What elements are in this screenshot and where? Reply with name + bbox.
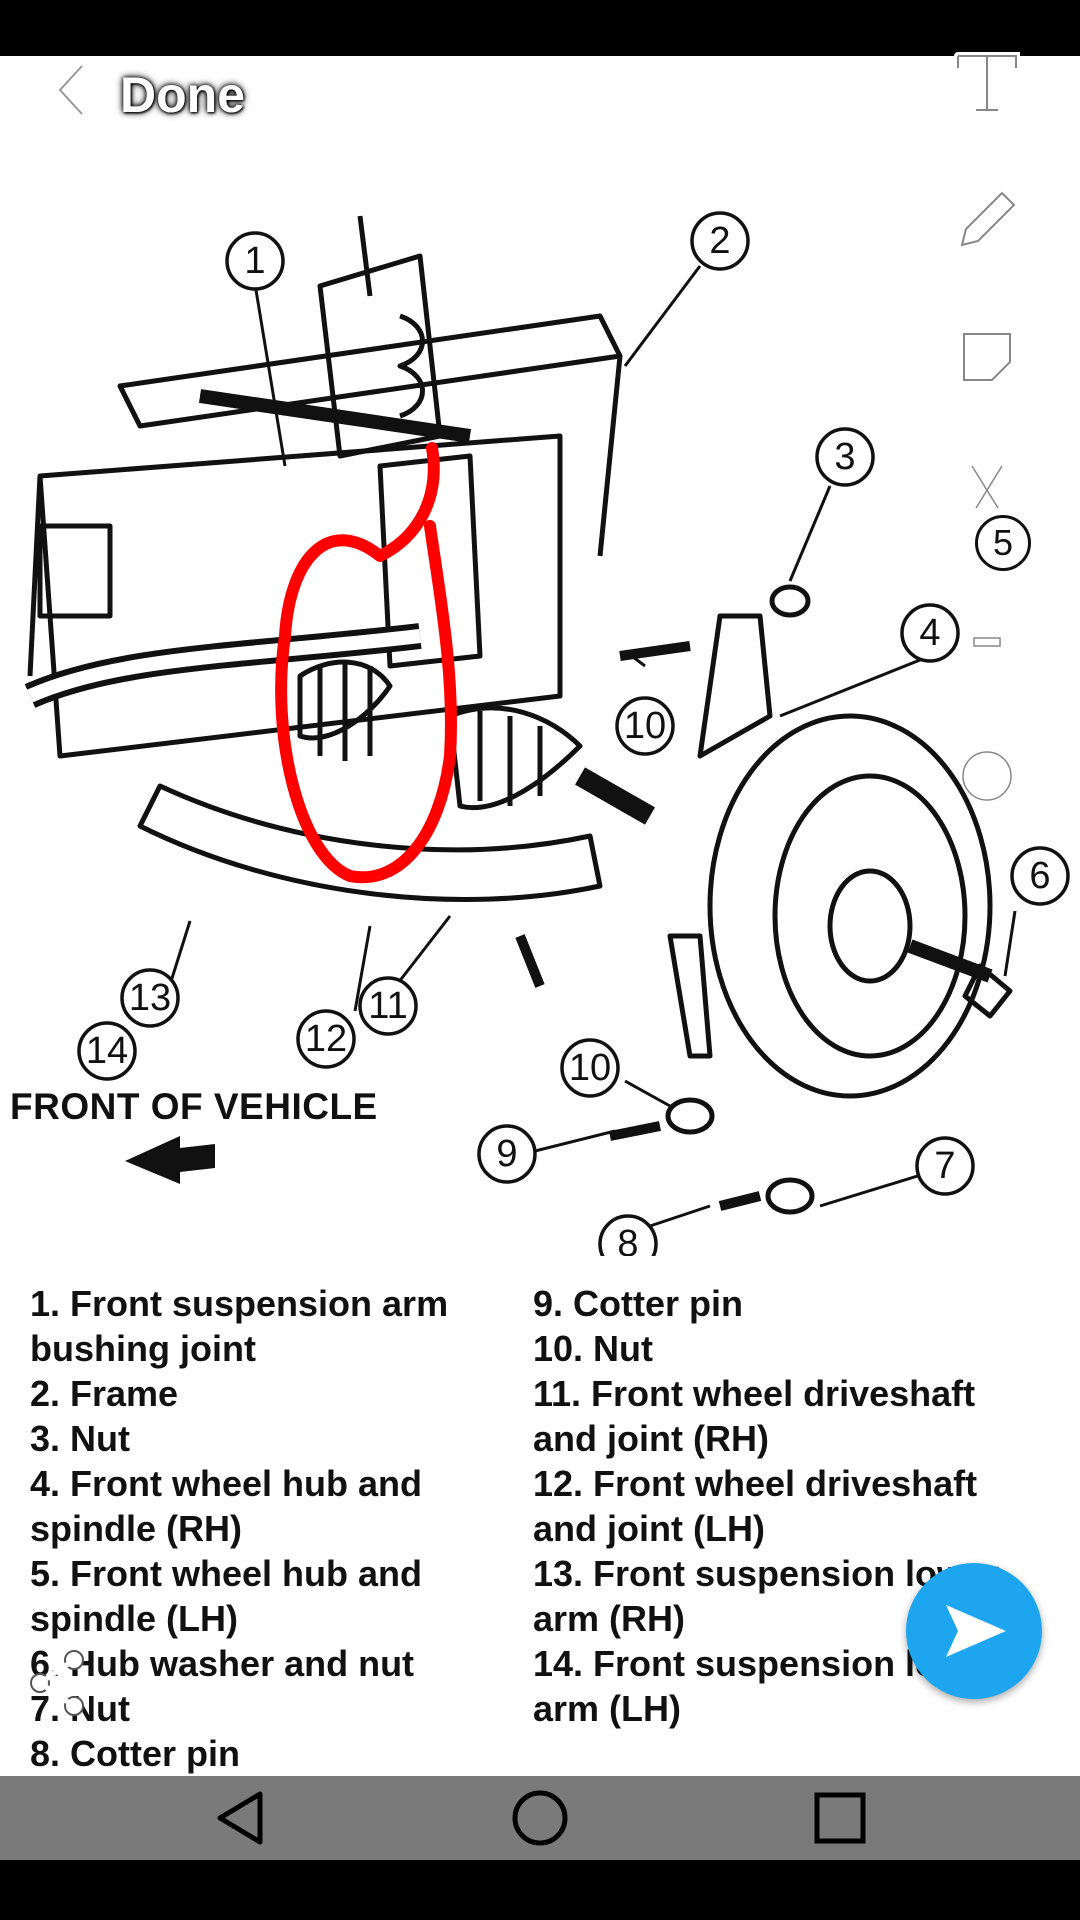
callout-2: 2 — [709, 220, 730, 262]
pencil-tool-button[interactable] — [950, 183, 1024, 257]
legend-item: 8. Cotter pin — [30, 1733, 241, 1774]
callout-5: 5 — [975, 515, 1031, 571]
front-of-vehicle-label: FRONT OF VEHICLE — [10, 1086, 378, 1127]
legend-item: arm (RH) — [533, 1598, 686, 1639]
sticker-icon — [961, 331, 1013, 383]
callout-4: 4 — [919, 612, 940, 654]
legend-item: 12. Front wheel driveshaft — [533, 1463, 978, 1504]
scissors-tool-button[interactable] — [950, 458, 1024, 532]
done-button[interactable]: Done — [120, 67, 245, 123]
nav-back-icon[interactable] — [210, 1788, 270, 1848]
callout-3: 3 — [834, 436, 855, 478]
callout-9: 9 — [496, 1133, 517, 1175]
send-arrow-icon — [946, 1605, 1006, 1657]
text-tool-button[interactable] — [950, 46, 1024, 120]
legend-item: and joint (RH) — [533, 1418, 769, 1459]
bottom-bezel — [0, 1860, 1080, 1920]
callout-13: 13 — [129, 977, 171, 1019]
legend-item: 4. Front wheel hub and — [30, 1463, 423, 1504]
legend-item: spindle (LH) — [30, 1598, 238, 1639]
callout-8: 8 — [617, 1223, 638, 1256]
legend-item: 6. Hub washer and nut — [30, 1643, 415, 1684]
legend-item: 10. Nut — [533, 1328, 654, 1369]
legend-item: 5. Front wheel hub and — [30, 1553, 423, 1594]
callout-10-upper: 10 — [624, 705, 666, 747]
callout-11: 11 — [368, 985, 407, 1027]
paintbrush-tool-button[interactable] — [950, 600, 1024, 674]
timer-icon — [960, 739, 1014, 803]
legend-item: 7. Nut — [30, 1688, 131, 1729]
image-canvas[interactable]: 1 2 3 4 6 7 8 9 10 10 11 12 13 14 FRONT … — [0, 56, 1080, 1776]
legend-item: 2. Frame — [30, 1373, 179, 1414]
callout-6: 6 — [1029, 855, 1050, 897]
legend-item: 1. Front suspension arm — [30, 1283, 449, 1324]
red-annotation-stroke — [275, 442, 457, 884]
callout-10-lower: 10 — [569, 1047, 611, 1089]
legend-item: and joint (LH) — [533, 1508, 765, 1549]
text-icon — [954, 52, 1020, 114]
front-of-vehicle-arrow — [125, 1136, 215, 1184]
callout-1: 1 — [244, 240, 265, 282]
legend-item: arm (LH) — [533, 1688, 682, 1729]
timer-tool-button[interactable] — [950, 734, 1024, 808]
legend-item: 9. Cotter pin — [533, 1283, 744, 1324]
chevron-left-icon[interactable] — [50, 60, 90, 120]
scissors-icon — [958, 463, 1016, 528]
legend-item: spindle (RH) — [30, 1508, 242, 1549]
callout-7: 7 — [934, 1145, 955, 1187]
status-bar — [0, 0, 1080, 56]
parts-legend-left: 1. Front suspension arm bushing joint 2.… — [30, 1281, 510, 1776]
suspension-diagram: 1 2 3 4 6 7 8 9 10 10 11 12 13 14 — [24, 211, 1070, 1256]
legend-item: 11. Front wheel driveshaft — [533, 1373, 976, 1414]
legend-item: 3. Nut — [30, 1418, 131, 1459]
send-button[interactable] — [906, 1563, 1042, 1699]
nav-recents-icon[interactable] — [810, 1788, 870, 1848]
navigation-bar — [0, 1776, 1080, 1860]
paintbrush-icon — [967, 605, 1007, 671]
sticker-tool-button[interactable] — [950, 320, 1024, 394]
callout-14: 14 — [86, 1030, 128, 1072]
pencil-icon — [959, 190, 1017, 248]
callout-12: 12 — [305, 1018, 347, 1060]
nav-home-icon[interactable] — [510, 1788, 570, 1848]
share-icon[interactable] — [28, 1648, 88, 1718]
legend-item: bushing joint — [30, 1328, 256, 1369]
